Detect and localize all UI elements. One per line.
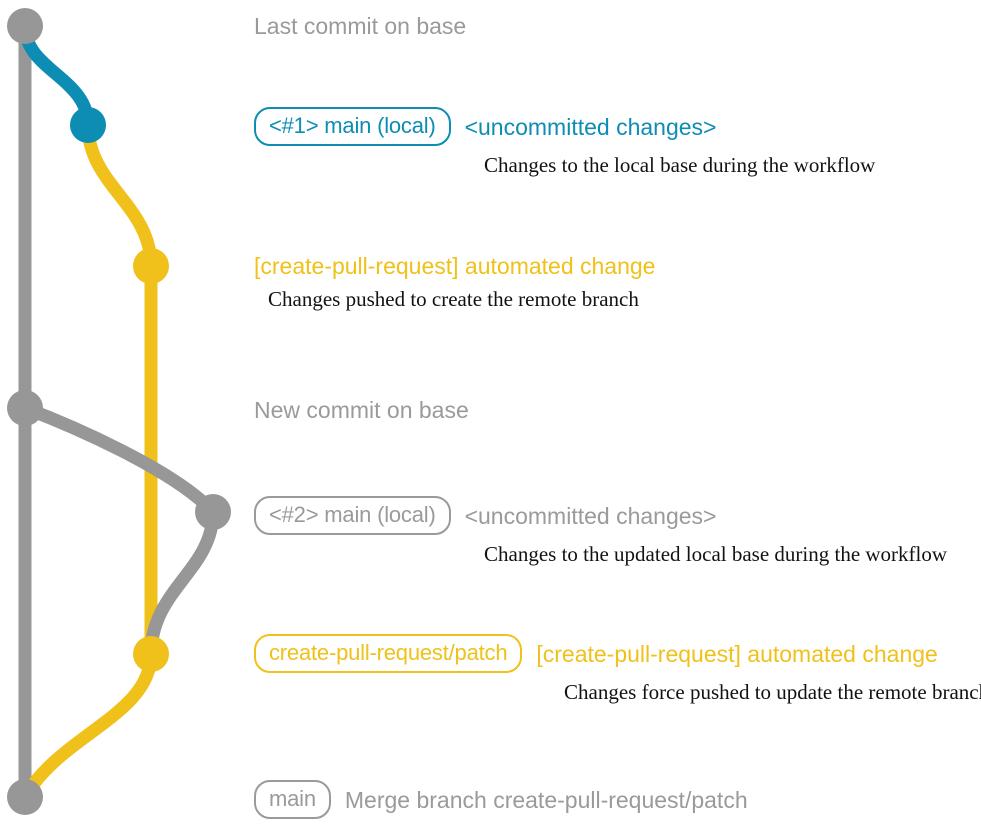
commit-row-last-commit-on-base: Last commit on base xyxy=(254,12,466,40)
commit-subject: [create-pull-request] automated change xyxy=(254,253,656,279)
edge-remote2-to-merge xyxy=(18,647,158,804)
commit-row-local-commit-2: <#2> main (local) <uncommitted changes> … xyxy=(254,496,947,567)
commit-subject: <uncommitted changes> xyxy=(464,502,717,529)
commit-node-remote-2[interactable] xyxy=(133,636,169,672)
commit-subject: [create-pull-request] automated change xyxy=(536,640,938,667)
commit-note: Changes force pushed to update the remot… xyxy=(564,680,981,704)
ref-badge-create-pull-request-patch[interactable]: create-pull-request/patch xyxy=(254,634,523,673)
commit-node-base-1[interactable] xyxy=(7,8,43,44)
edge-local1-to-remote1 xyxy=(81,118,158,273)
edge-local2-to-remote2 xyxy=(144,505,220,661)
commit-node-remote-1[interactable] xyxy=(133,248,169,284)
commit-row-merge-commit: main Merge branch create-pull-request/pa… xyxy=(254,780,748,819)
ref-badge-main-local-1[interactable]: <#1> main (local) xyxy=(254,107,451,146)
commit-node-local-1[interactable] xyxy=(70,107,106,143)
commit-row-new-commit-on-base: New commit on base xyxy=(254,396,469,424)
commit-node-local-2[interactable] xyxy=(195,494,231,530)
commit-subject: Last commit on base xyxy=(254,13,467,39)
commit-note: Changes to the updated local base during… xyxy=(484,542,948,566)
commit-row-remote-commit-2: create-pull-request/patch [create-pull-r… xyxy=(254,634,981,705)
commit-node-base-merge[interactable] xyxy=(7,779,43,815)
commit-note: Changes to the local base during the wor… xyxy=(484,153,876,177)
ref-badge-main-local-2[interactable]: <#2> main (local) xyxy=(254,496,451,535)
commit-row-remote-commit-1: [create-pull-request] automated change C… xyxy=(254,252,655,312)
commit-node-base-2[interactable] xyxy=(7,390,43,426)
commit-subject: <uncommitted changes> xyxy=(464,113,717,140)
edge-base2-to-local2 xyxy=(18,401,220,519)
commit-row-local-commit-1: <#1> main (local) <uncommitted changes> … xyxy=(254,107,875,178)
commit-subject: Merge branch create-pull-request/patch xyxy=(344,786,748,813)
ref-badge-main[interactable]: main xyxy=(254,780,331,819)
commit-note: Changes pushed to create the remote bran… xyxy=(268,287,639,311)
commit-subject: New commit on base xyxy=(254,397,469,423)
